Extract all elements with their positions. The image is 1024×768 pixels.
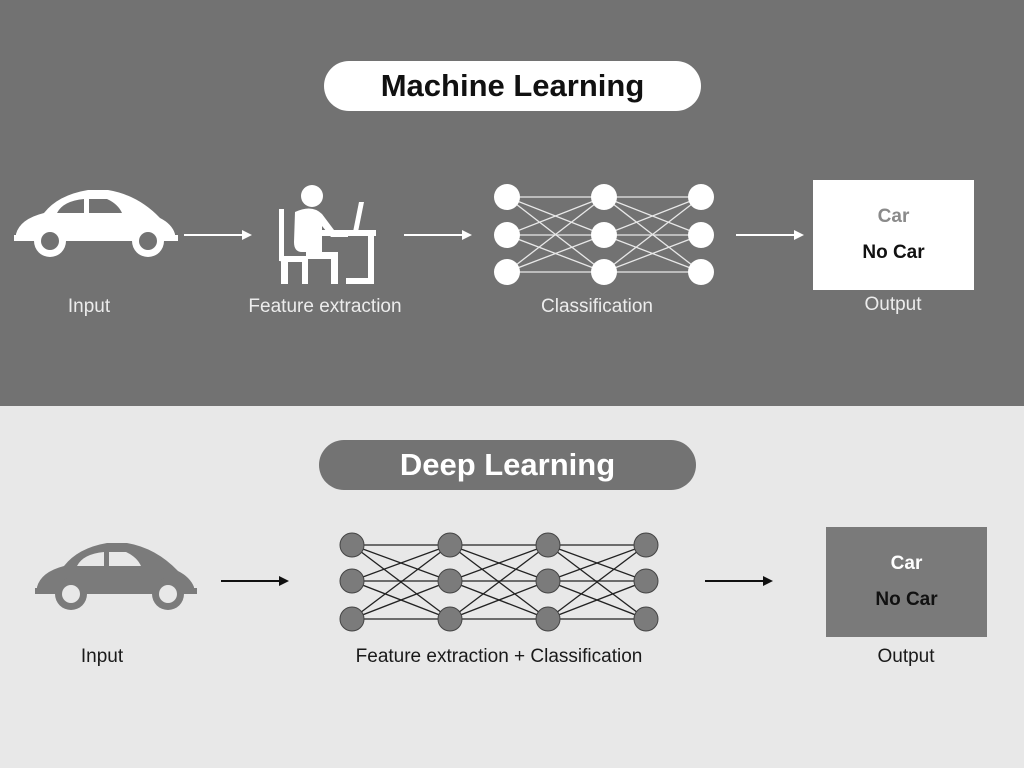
dl-input-label: Input bbox=[80, 646, 124, 667]
dl-output-label: Output bbox=[877, 646, 935, 667]
deep-learning-panel: Deep Learning bbox=[0, 406, 1024, 768]
arrow-right-icon bbox=[736, 230, 804, 240]
ml-title: Machine Learning bbox=[324, 61, 701, 111]
ml-input-label: Input bbox=[67, 296, 111, 317]
ml-output-label: Output bbox=[864, 294, 922, 315]
arrow-right-icon bbox=[184, 230, 252, 240]
neural-network-icon bbox=[506, 196, 702, 273]
neural-network-icon bbox=[351, 544, 647, 620]
ml-feature-extraction-label: Feature extraction bbox=[248, 296, 402, 317]
ml-diagram bbox=[14, 184, 804, 285]
ml-output-box: Car No Car bbox=[813, 180, 974, 290]
arrow-right-icon bbox=[221, 576, 289, 586]
dl-output-box: Car No Car bbox=[826, 527, 987, 637]
arrow-right-icon bbox=[404, 230, 472, 240]
dl-feature-classification-label: Feature extraction + Classification bbox=[355, 646, 643, 667]
dl-title: Deep Learning bbox=[319, 440, 696, 490]
arrow-right-icon bbox=[705, 576, 773, 586]
person-at-desk-icon bbox=[279, 185, 376, 284]
ml-classification-label: Classification bbox=[541, 296, 653, 317]
output-option-car: Car bbox=[877, 206, 910, 227]
output-option-no-car: No Car bbox=[875, 589, 938, 610]
dl-diagram bbox=[35, 532, 773, 632]
output-option-no-car: No Car bbox=[862, 242, 925, 263]
output-option-car: Car bbox=[890, 553, 923, 574]
machine-learning-panel: Machine Learning bbox=[0, 0, 1024, 406]
